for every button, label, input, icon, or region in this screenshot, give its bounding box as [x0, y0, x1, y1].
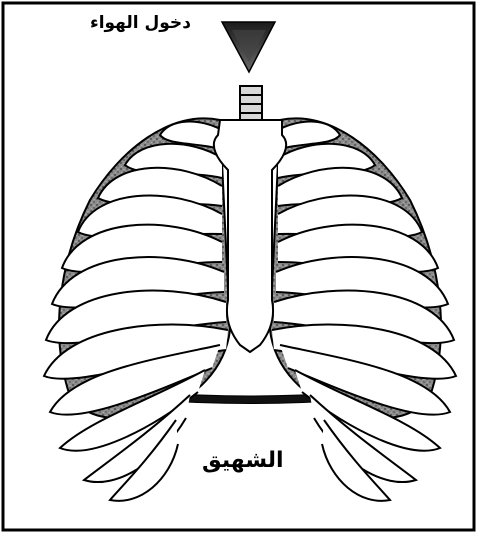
right-ribs	[272, 122, 456, 501]
air-entry-label: دخول الهواء	[90, 13, 191, 33]
down-arrow-icon	[222, 22, 275, 72]
left-ribs	[44, 122, 228, 501]
inhalation-label: الشهيق	[202, 448, 284, 473]
